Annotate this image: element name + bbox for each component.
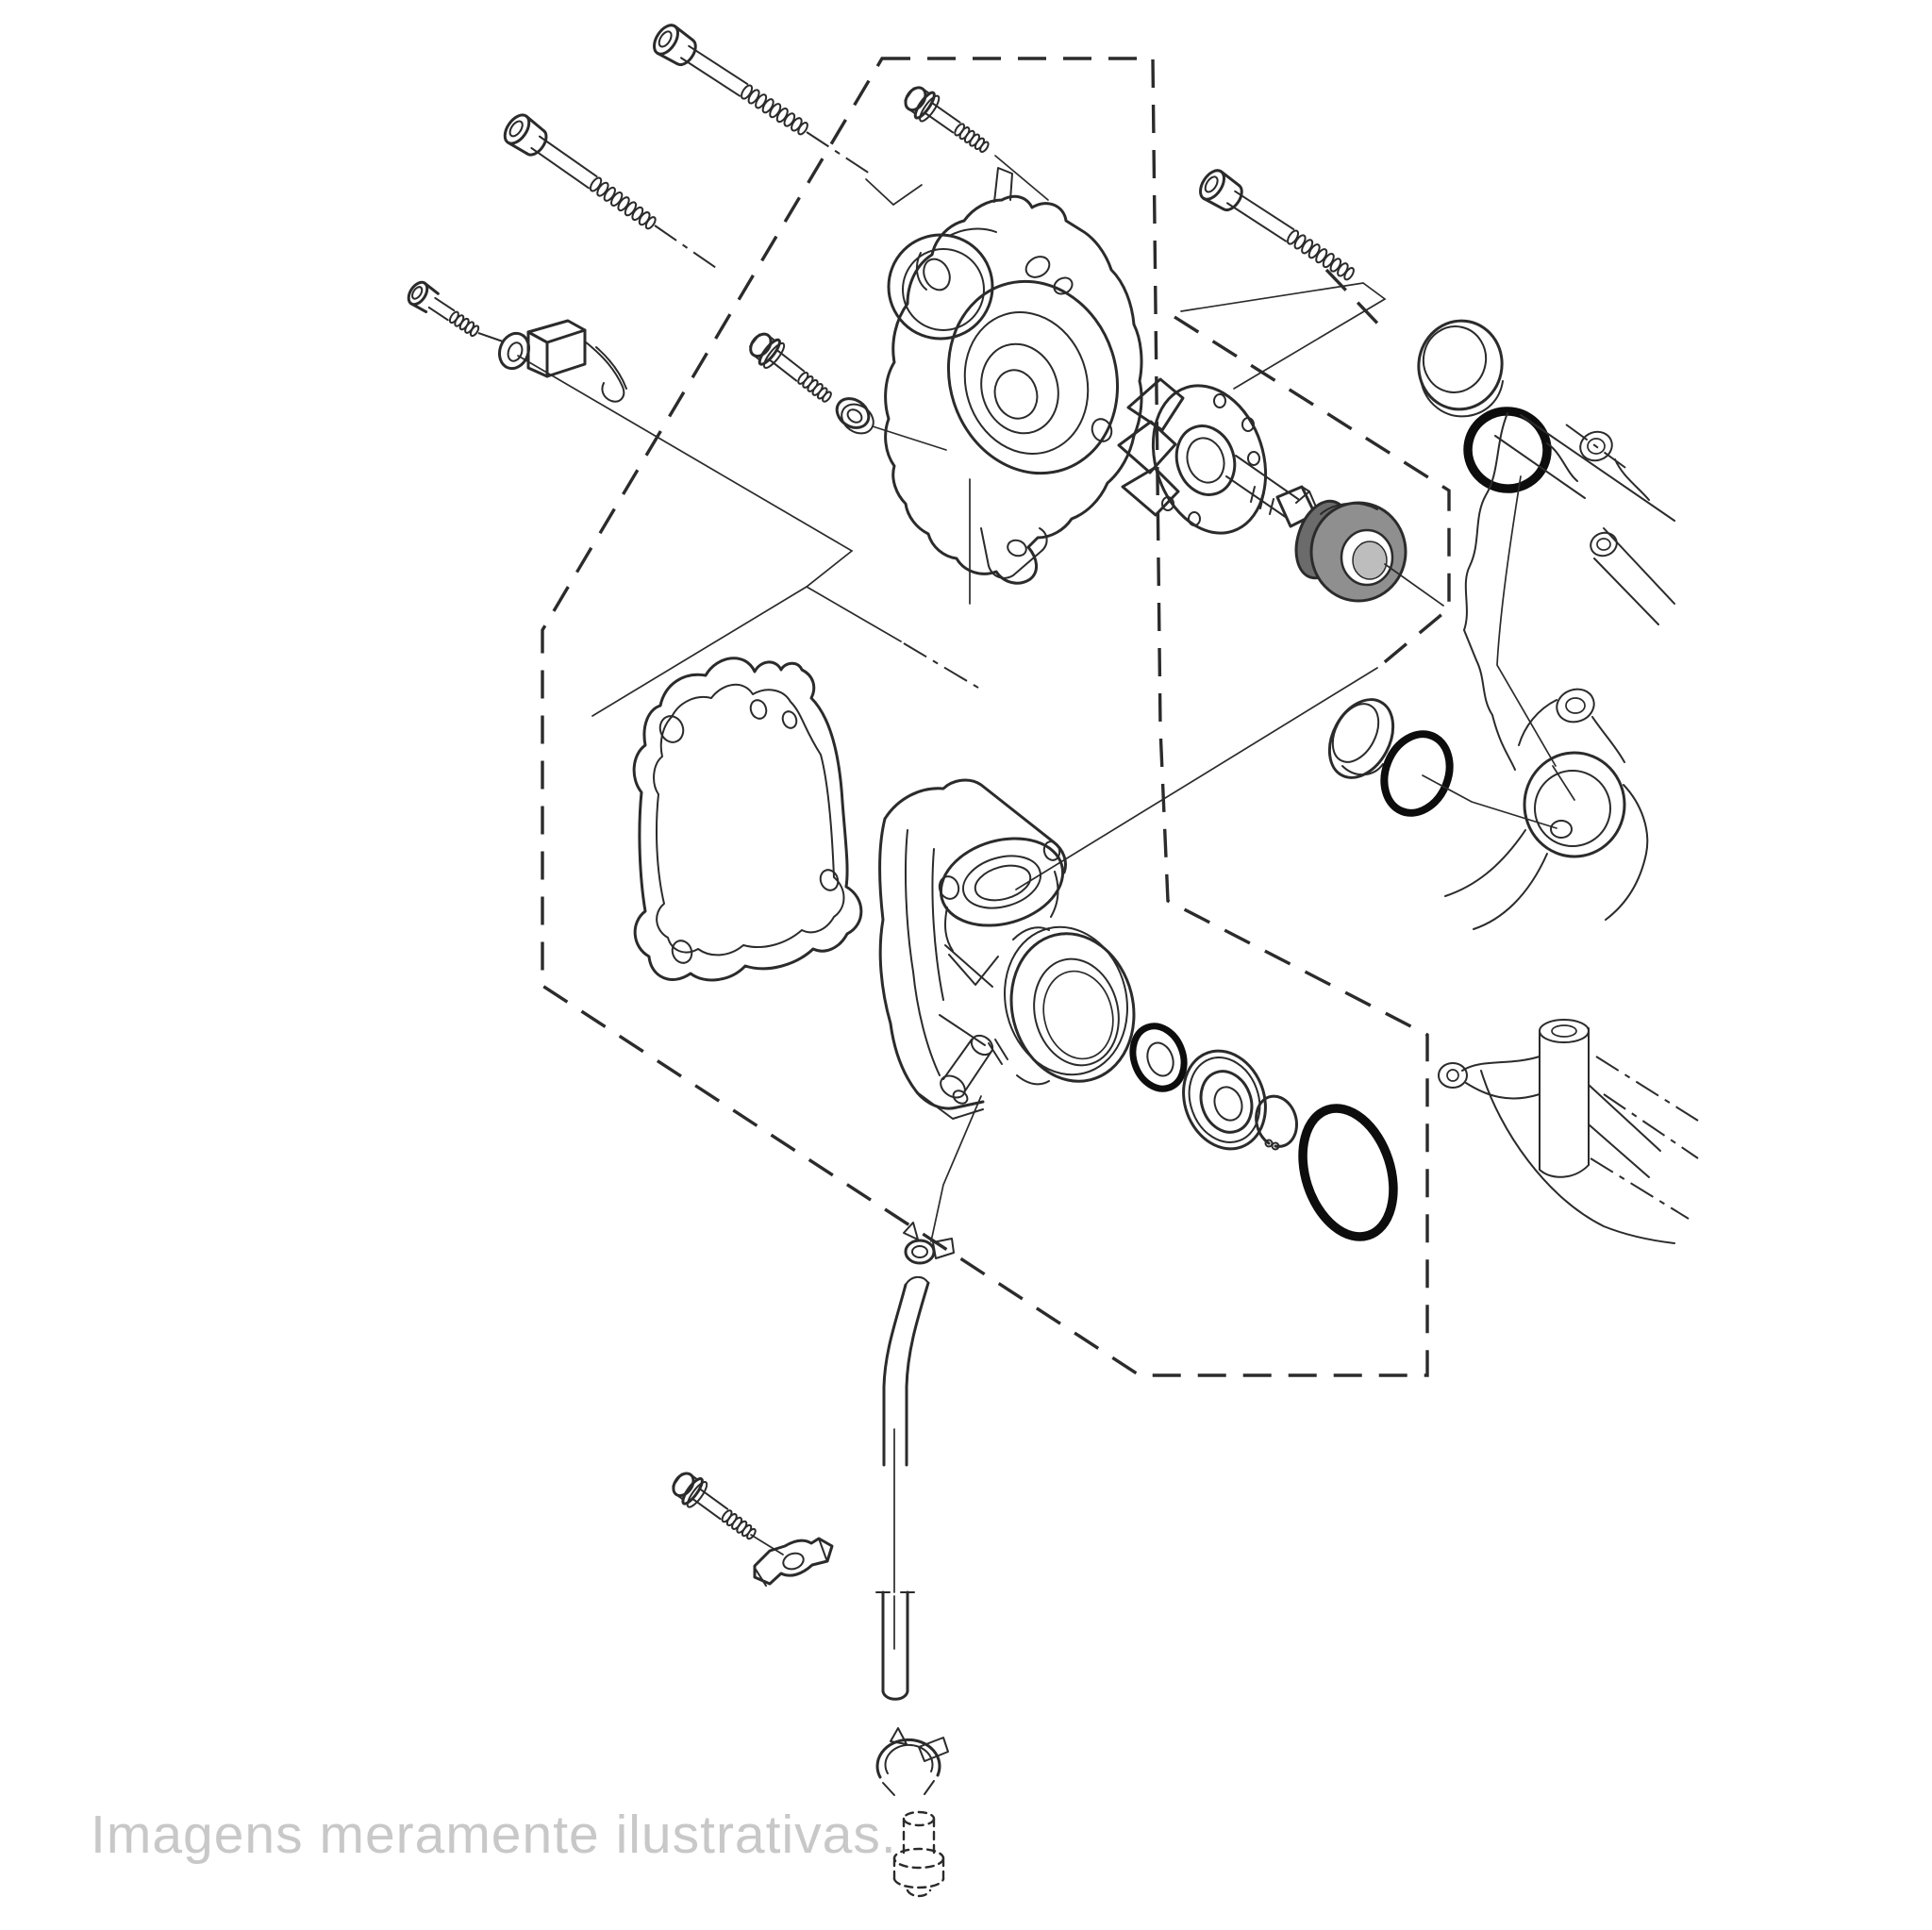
water-pump-cover [884,167,1143,585]
drain-plug [892,1810,945,1898]
impeller-shaft [1117,377,1322,535]
cover-bolt-long-3 [1193,164,1362,291]
mechanical-seal [1294,499,1407,603]
cover-seal-ring [887,233,994,341]
wire-clamp-bracket [497,319,627,403]
cover-flange-bolt-top [898,79,997,163]
o-ring-2 [1380,730,1454,817]
dashed-boundary [541,57,1451,1377]
circlip [1255,1094,1298,1151]
hose-clamp-upper [903,1222,955,1265]
engine-crankcase [1438,412,1699,1244]
cover-bolt-long-1 [647,19,816,145]
ball-bearing [1182,1049,1267,1151]
gasket [632,657,863,982]
watermark-text: Imagens meramente ilustrativas. [91,1805,897,1865]
collar-bushing-2 [1327,698,1395,779]
stay-bracket-bolt-bottom [666,1466,764,1550]
drain-hose [875,1275,930,1701]
cover-bolt-long-2 [498,108,664,240]
oil-seal [1129,1023,1188,1092]
washer [835,397,874,435]
stay-bracket [753,1537,834,1587]
hose-clamp-lower [875,1727,949,1796]
water-pump-housing [878,778,1136,1120]
leader-lines [477,131,1575,1556]
collar-bushing-1 [1417,319,1504,418]
cover-flange-bolt-left [742,326,841,412]
clamp-bracket-bolt [403,277,486,344]
o-ring-1 [1463,407,1552,493]
o-ring-large [1298,1104,1398,1241]
